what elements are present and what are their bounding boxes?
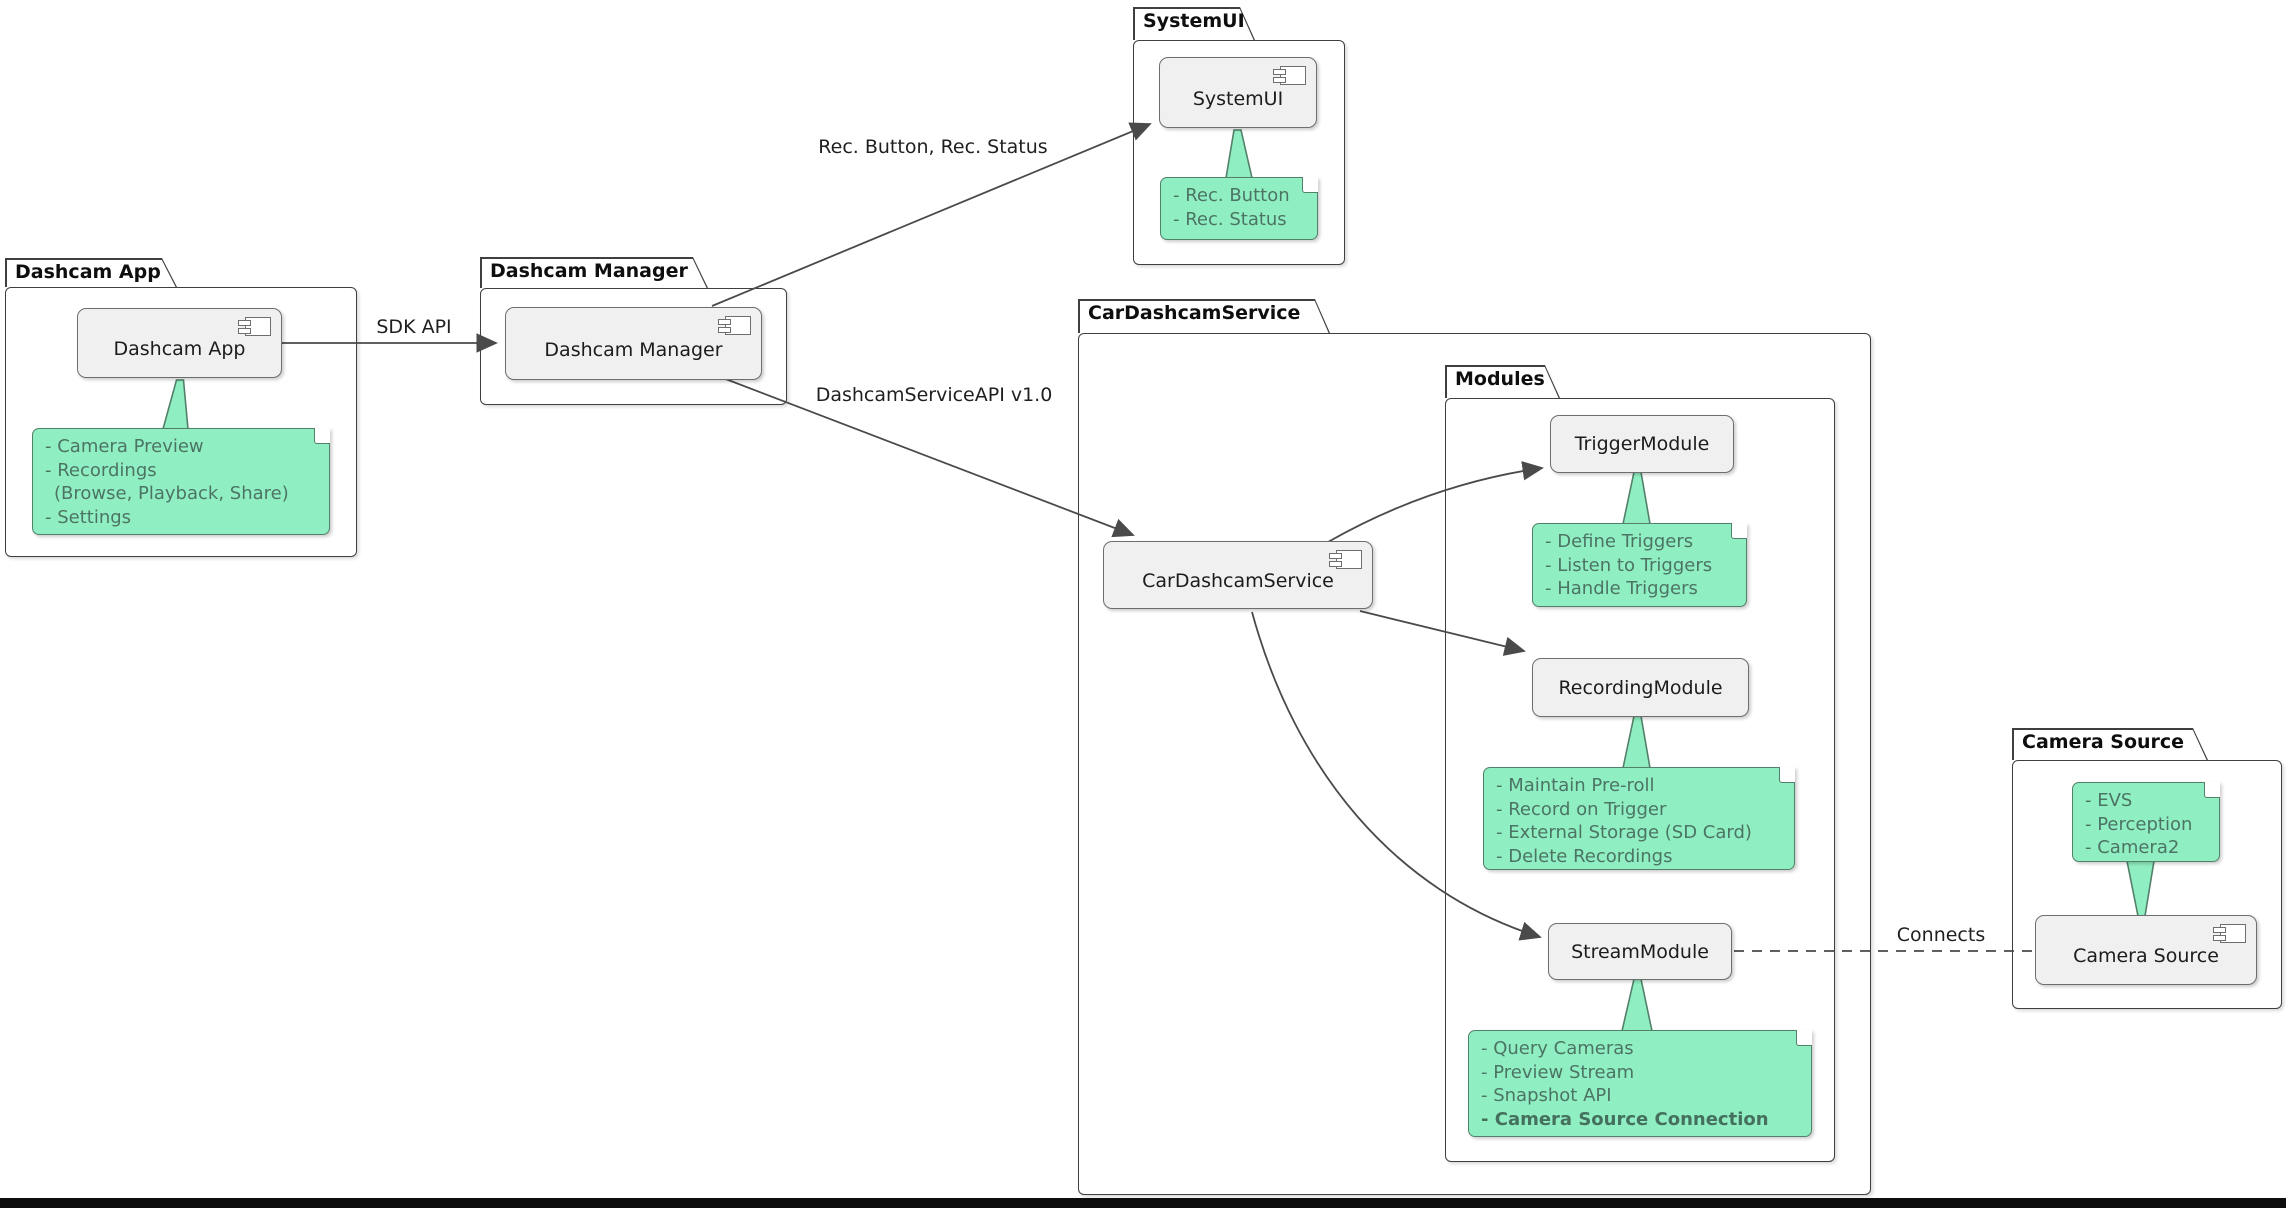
package-title-dashcam-manager: Dashcam Manager xyxy=(490,260,688,282)
component-recording-module: RecordingModule xyxy=(1532,658,1749,717)
component-camera-source: Camera Source xyxy=(2035,915,2257,985)
note-tail-systemui xyxy=(1225,129,1254,179)
folder-tab-shape xyxy=(1135,9,1254,40)
note-recording-module: - Maintain Pre-roll - Record on Trigger … xyxy=(1483,767,1795,870)
package-tab-modules: Modules xyxy=(1445,365,1560,398)
component-label-recording-module: RecordingModule xyxy=(1558,676,1723,699)
package-title-systemui: SystemUI xyxy=(1143,10,1245,32)
note-line: (Browse, Playback, Share) xyxy=(54,483,289,504)
note-line: - Listen to Triggers xyxy=(1545,554,1713,576)
edge-label-connects: Connects xyxy=(1896,924,1986,946)
note-line: - Recordings xyxy=(45,459,157,481)
package-tab-camera-source: Camera Source xyxy=(2012,728,2208,760)
package-tab-dashcam-app: Dashcam App xyxy=(5,258,177,287)
component-label-dashcam-manager: Dashcam Manager xyxy=(544,338,723,361)
note-line: - Define Triggers xyxy=(1545,531,1694,552)
component-icon xyxy=(1329,550,1362,569)
bottom-bar xyxy=(0,1198,2286,1208)
folder-tab-shape xyxy=(482,259,707,288)
connector-manager-to-service xyxy=(722,377,1135,538)
folder-tab-shape xyxy=(1080,301,1329,333)
package-title-modules: Modules xyxy=(1455,368,1545,390)
note-stream-module: - Query Cameras - Preview Stream - Snaps… xyxy=(1468,1030,1812,1137)
package-title-dashcam-app: Dashcam App xyxy=(15,261,161,283)
note-line: - Camera Source Connection xyxy=(1481,1108,1769,1130)
note-line: - Perception xyxy=(2085,813,2193,835)
component-icon xyxy=(238,317,271,336)
note-line: - Maintain Pre-roll xyxy=(1496,775,1655,796)
component-stream-module: StreamModule xyxy=(1548,923,1732,980)
note-tail-camera-source xyxy=(2126,860,2155,917)
component-car-dashcam-service: CarDashcamService xyxy=(1103,541,1373,609)
note-line: - Snapshot API xyxy=(1481,1085,1612,1106)
folder-tab-shape xyxy=(1447,367,1559,398)
package-tab-car-dashcam-service: CarDashcamService xyxy=(1078,299,1330,333)
component-dashcam-manager: Dashcam Manager xyxy=(505,307,762,380)
component-icon xyxy=(718,316,751,335)
note-camera-source: - EVS - Perception - Camera2 xyxy=(2072,782,2220,862)
note-line: - External Storage (SD Card) xyxy=(1496,822,1752,843)
note-tail-stream-module xyxy=(1620,978,1653,1032)
package-title-camera-source: Camera Source xyxy=(2022,731,2185,753)
note-trigger-module: - Define Triggers - Listen to Triggers -… xyxy=(1532,523,1747,607)
component-label-trigger-module: TriggerModule xyxy=(1574,433,1710,455)
note-line: - Rec. Status xyxy=(1173,208,1287,230)
component-label-camera-source: Camera Source xyxy=(2073,945,2219,967)
note-tail-recording-module xyxy=(1622,715,1651,769)
component-label-stream-module: StreamModule xyxy=(1571,940,1709,963)
component-label-car-dashcam-service: CarDashcamService xyxy=(1142,570,1334,592)
note-dashcam-app: - Camera Preview - Recordings (Browse, P… xyxy=(32,428,330,535)
component-label-systemui: SystemUI xyxy=(1192,87,1284,110)
component-trigger-module: TriggerModule xyxy=(1550,415,1734,473)
package-tab-dashcam-manager: Dashcam Manager xyxy=(480,257,708,288)
component-icon xyxy=(2213,924,2246,943)
note-tail-dashcam-app xyxy=(161,379,189,430)
package-title-car-dashcam-service: CarDashcamService xyxy=(1088,302,1301,324)
note-line: - Rec. Button xyxy=(1173,185,1290,206)
connector-service-to-stream xyxy=(1251,611,1542,941)
component-icon xyxy=(1273,66,1306,85)
folder-tab-shape xyxy=(2014,730,2207,760)
note-line: - Camera Preview xyxy=(45,436,204,457)
note-line: - Delete Recordings xyxy=(1496,845,1673,867)
note-line: - EVS xyxy=(2085,790,2133,811)
note-line: - Preview Stream xyxy=(1481,1061,1635,1083)
connector-service-to-trigger xyxy=(1327,461,1544,543)
note-tail-trigger-module xyxy=(1622,471,1651,525)
package-tab-systemui: SystemUI xyxy=(1133,7,1255,40)
connector-service-to-recording xyxy=(1359,610,1526,656)
note-line: - Record on Trigger xyxy=(1496,798,1667,820)
component-systemui: SystemUI xyxy=(1159,57,1317,128)
note-line: - Query Cameras xyxy=(1481,1038,1634,1059)
edge-label-sdk-api: SDK API xyxy=(376,316,452,338)
component-dashcam-app: Dashcam App xyxy=(77,308,282,378)
edge-label-rec-button-status: Rec. Button, Rec. Status xyxy=(818,136,1048,158)
note-line: - Handle Triggers xyxy=(1545,578,1698,599)
component-label-dashcam-app: Dashcam App xyxy=(113,338,246,360)
folder-tab-shape xyxy=(7,260,176,287)
note-line: - Camera2 xyxy=(2085,837,2180,858)
edge-label-dashcam-service-api: DashcamServiceAPI v1.0 xyxy=(815,384,1053,406)
connector-manager-to-systemui xyxy=(711,122,1152,307)
note-systemui: - Rec. Button - Rec. Status xyxy=(1160,177,1318,240)
note-line: - Settings xyxy=(45,506,132,528)
